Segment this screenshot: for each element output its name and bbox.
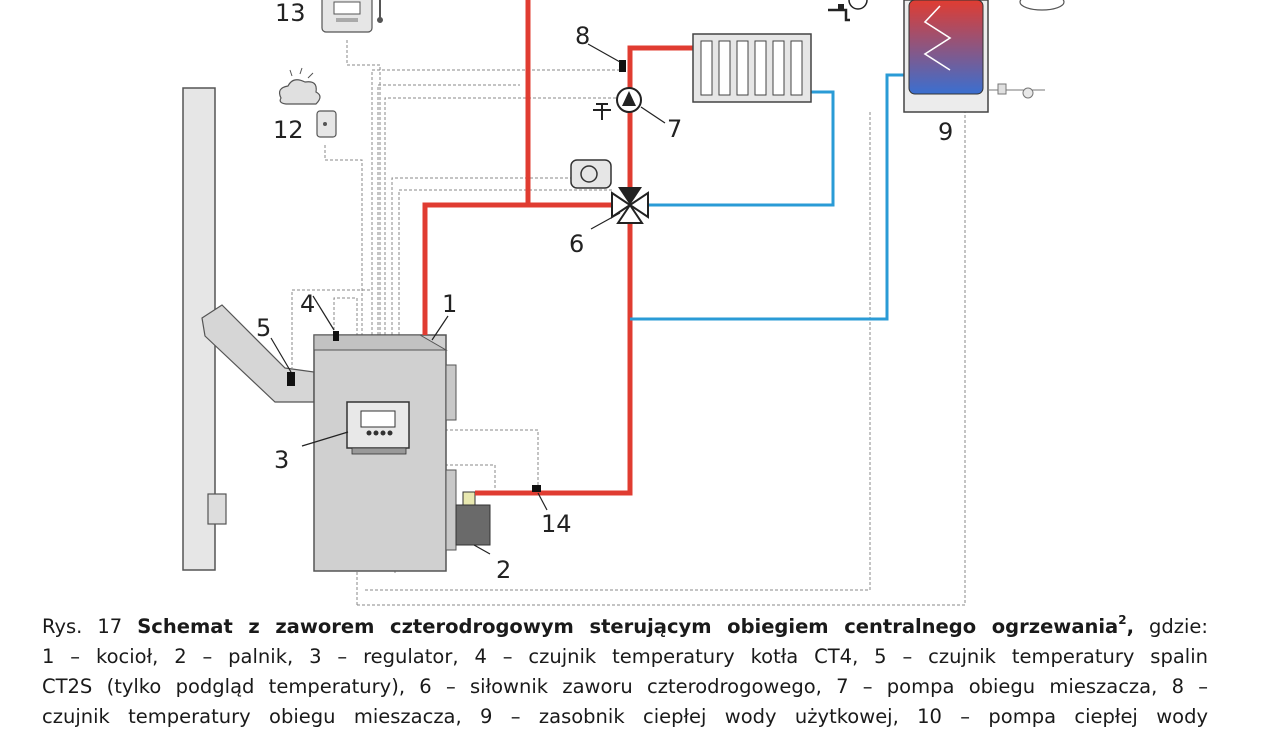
valve-actuator [570,159,612,189]
label-5: 5 [256,314,271,342]
caption-prefix: Rys. 17 [42,615,123,638]
dhw-fittings [988,83,1045,99]
caption-line-3: CT2S (tylko podgląd temperatury), 6 – si… [42,675,1208,698]
caption-line-2: 1 – kocioł, 2 – palnik, 3 – regulator, 4… [42,645,1208,668]
label-13: 13 [275,0,306,27]
burner [455,491,491,546]
caption-title: Schemat z zaworem czterodrogowym sterują… [137,615,1119,638]
water-tap-icon [828,0,868,22]
boiler-temp-sensor [333,331,339,341]
caption-comma: , [1126,615,1134,638]
leader-lines [270,43,666,555]
caption-footnote: 2 [1118,613,1127,627]
label-9: 9 [938,118,953,146]
hot-water-tank [903,0,989,113]
heating-schematic: 13 12 8 7 6 9 4 5 1 3 2 14 [182,0,1065,606]
caption-line-1: Rys. 17 Schemat z zaworem czterodrogowym… [42,612,1208,642]
caption-line-4: czujnik temperatury obiegu mieszacza, 9 … [42,705,1208,728]
figure-caption: Rys. 17 Schemat z zaworem czterodrogowym… [42,612,1208,732]
expansion-vessel [1019,0,1065,11]
regulator [346,401,410,455]
label-7: 7 [667,115,682,143]
mixer-temp-sensor [619,60,626,72]
label-8: 8 [575,22,590,50]
room-panel [321,0,383,33]
flue-gas-sensor [287,372,295,386]
label-14: 14 [541,510,572,538]
four-way-valve [611,187,649,224]
label-6: 6 [569,230,584,258]
return-pipes [630,73,905,321]
caption-suffix: gdzie: [1133,615,1208,638]
label-2: 2 [496,556,511,584]
weather-sensor [278,67,337,138]
mixer-pump [593,87,642,120]
label-12: 12 [273,116,304,144]
return-temp-sensor [532,485,541,492]
radiator [692,33,812,103]
label-1: 1 [442,290,457,318]
label-4: 4 [300,290,315,318]
label-3: 3 [274,446,289,474]
supply-pipes [422,0,693,496]
